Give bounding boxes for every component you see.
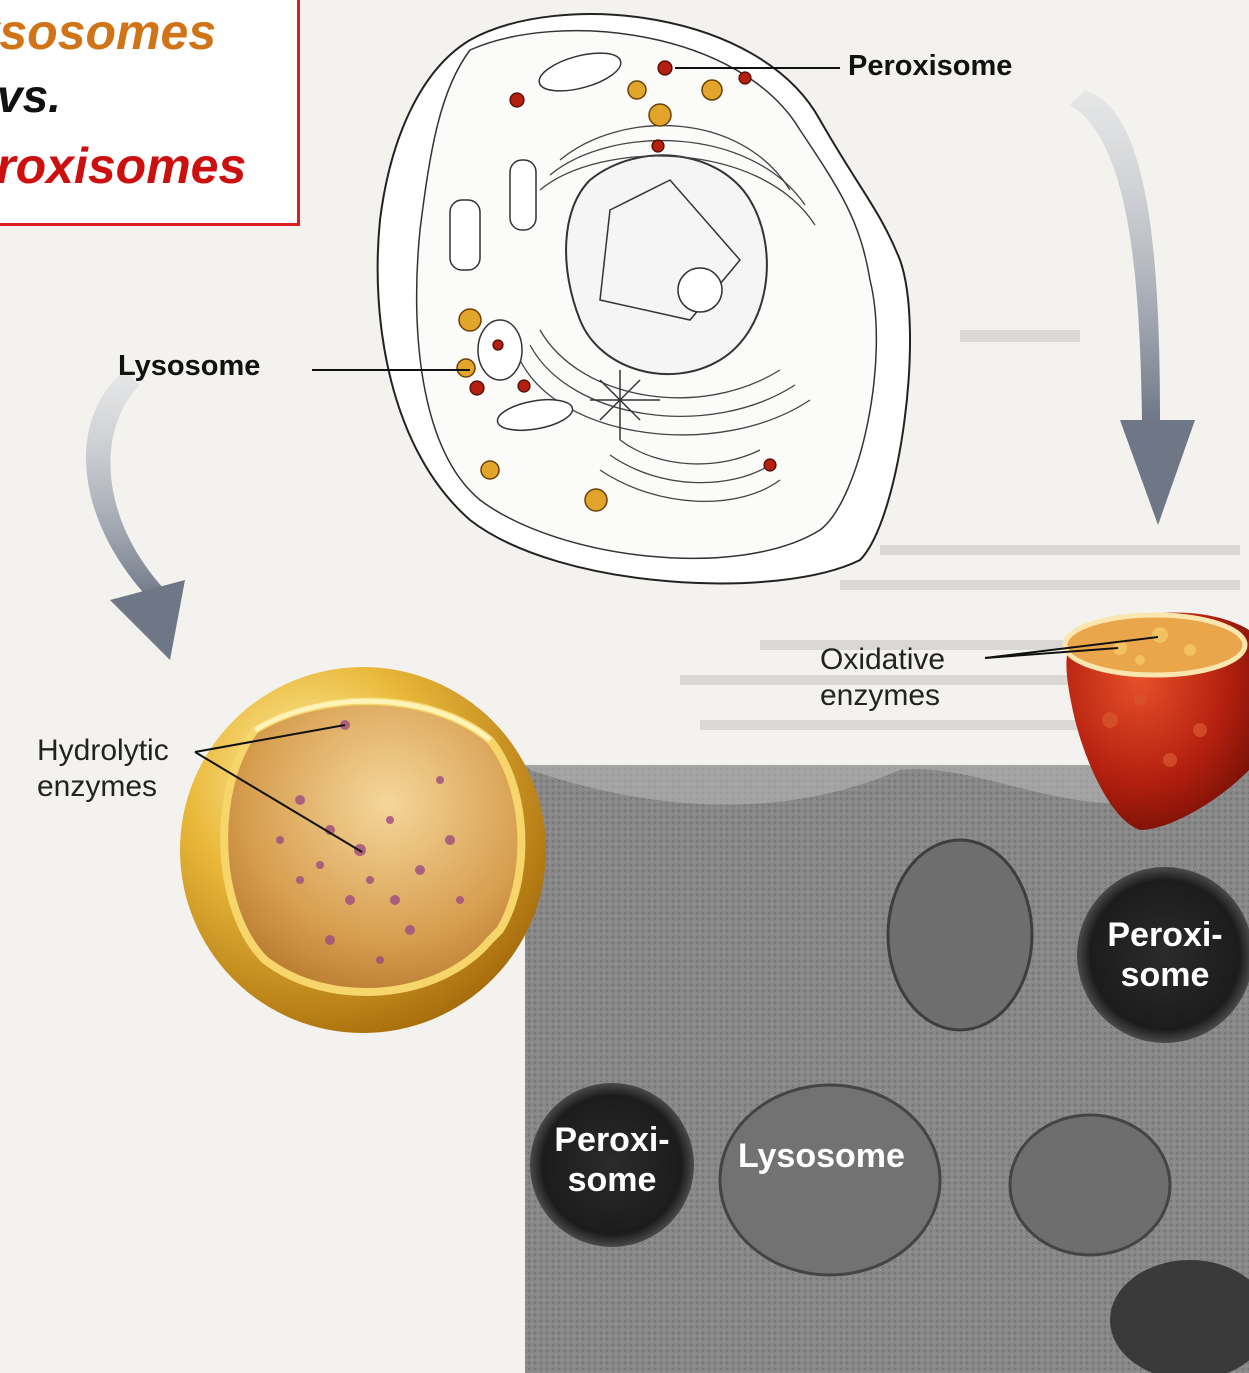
- micrograph-label-peroxisome-left-line1: Peroxi-: [537, 1120, 687, 1160]
- curved-arrow-right-head: [1120, 420, 1195, 525]
- micrograph-label-peroxisome-right-line2: some: [1090, 955, 1240, 995]
- micrograph-label-lysosome: Lysosome: [738, 1136, 905, 1176]
- micrograph-label-peroxisome-right: Peroxi- some: [1090, 915, 1240, 995]
- micrograph-label-peroxisome-right-line1: Peroxi-: [1090, 915, 1240, 955]
- curved-arrow-right: [1070, 90, 1160, 420]
- lysosome-sphere-illustration: [180, 667, 546, 1033]
- label-hydrolytic-line2: enzymes: [37, 769, 169, 805]
- label-peroxisome: Peroxisome: [848, 50, 1012, 83]
- curved-arrow-left: [86, 370, 165, 600]
- label-hydrolytic-enzymes: Hydrolytic enzymes: [37, 733, 169, 805]
- curved-arrow-left-head: [110, 580, 185, 660]
- label-lysosome: Lysosome: [118, 350, 260, 383]
- electron-micrograph: [525, 765, 1249, 1373]
- micrograph-label-peroxisome-left: Peroxi- some: [537, 1120, 687, 1200]
- cell-diagram: [312, 14, 910, 583]
- label-oxidative-line2: enzymes: [820, 678, 945, 714]
- label-oxidative-enzymes: Oxidative enzymes: [820, 642, 945, 714]
- micrograph-label-peroxisome-left-line2: some: [537, 1160, 687, 1200]
- label-hydrolytic-line1: Hydrolytic: [37, 733, 169, 769]
- label-oxidative-line1: Oxidative: [820, 642, 945, 678]
